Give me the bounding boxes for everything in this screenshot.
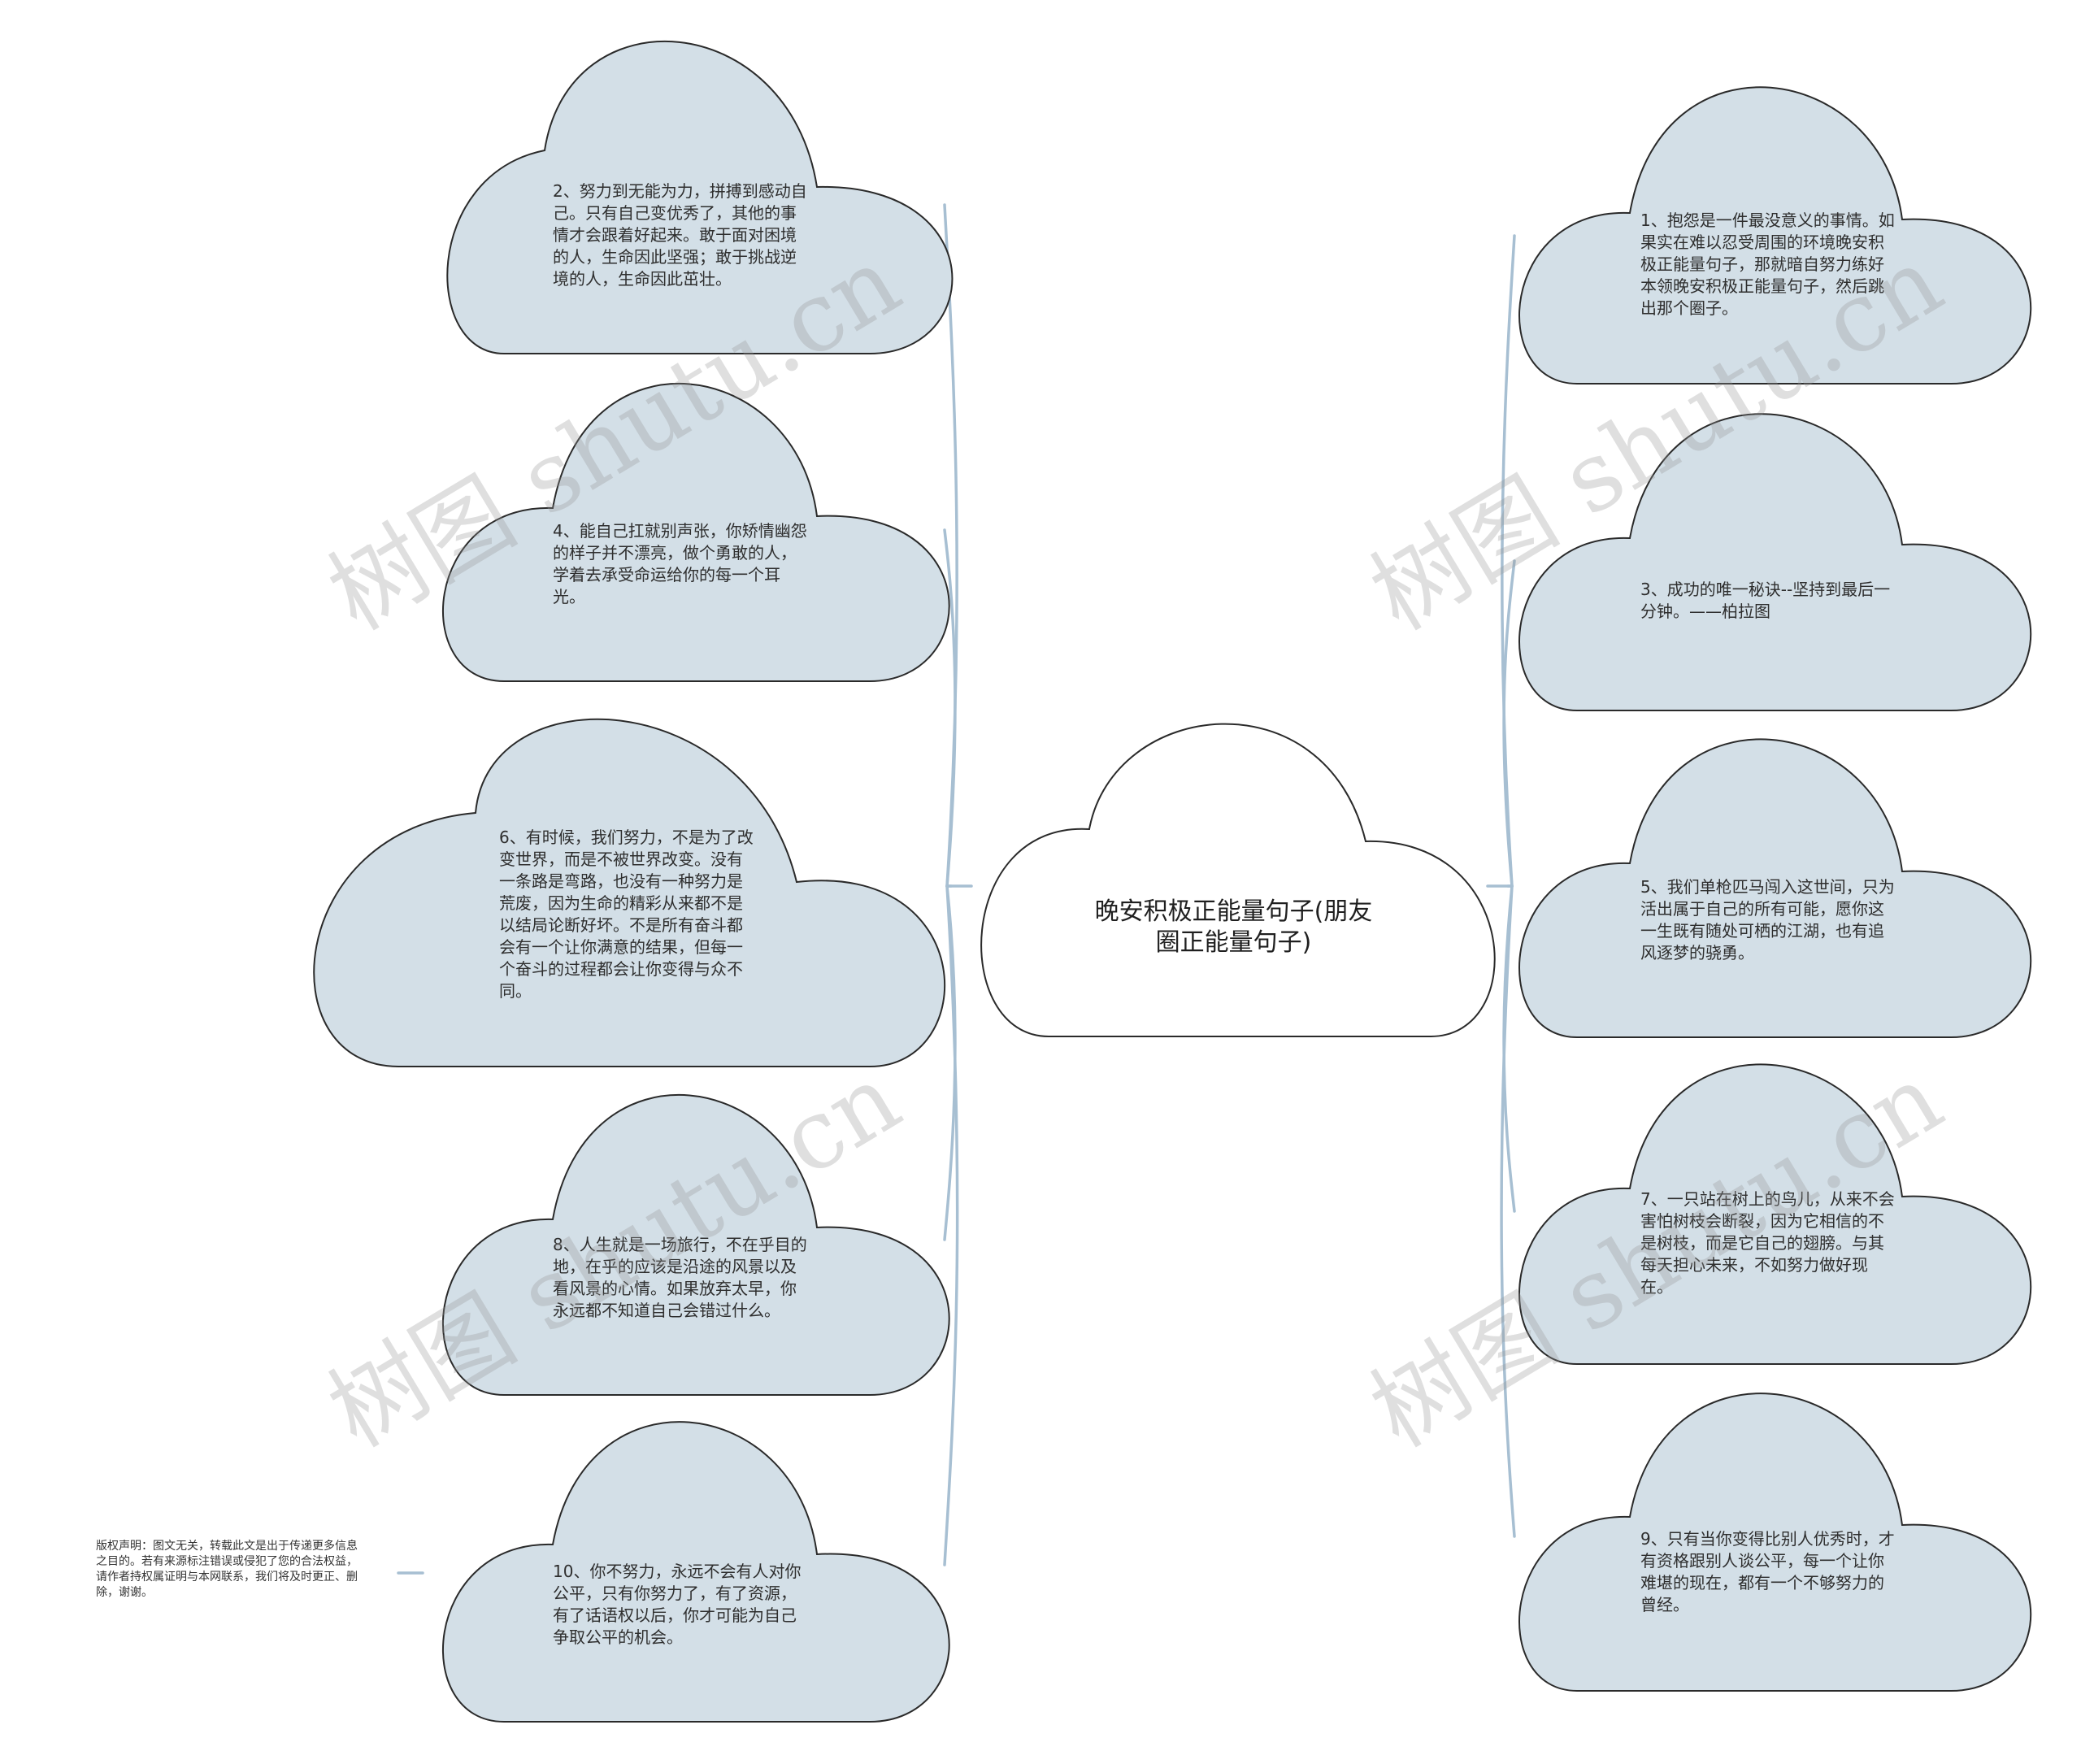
node-text-9: 9、只有当你变得比别人优秀时，才有资格跟别人谈公平，每一个让你难堪的现在，都有一… [1640,1529,1895,1614]
left-connectors [943,203,973,1566]
connector-node-10 [943,884,959,1566]
node-text-5: 5、我们单枪匹马闯入这世间，只为活出属于自己的所有可能，愿你这一生既有随处可栖的… [1640,877,1895,962]
right-connectors [1486,234,1516,1538]
cloud-node-4 [441,383,950,682]
node-text-6: 6、有时候，我们努力，不是为了改变世界，而是不被世界改变。没有一条路是弯路，也没… [499,828,754,1001]
connector-node-4 [943,528,957,888]
node-text-10: 10、你不努力，永远不会有人对你公平，只有你努力了，有了资源，有了话语权以后，你… [553,1562,802,1647]
connector-node-3 [1502,559,1516,888]
node-text-8: 8、人生就是一场旅行，不在乎目的地，在乎的应该是沿途的风景以及看风景的心情。如果… [553,1235,807,1320]
cloud-node-10 [441,1421,950,1723]
copyright-notice: 版权声明：图文无关，转载此文是出于传递更多信息之目的。若有来源标注错误或侵犯了您… [96,1540,358,1599]
node-text-2: 2、努力到无能为力，拼搏到感动自己。只有自己变优秀了，其他的事情才会跟着好起来。… [553,181,807,289]
cloud-node-1 [1518,86,2032,385]
cloud-node-5 [1518,738,2032,1038]
center-title: 晚安积极正能量句子(朋友圈正能量句子) [1094,897,1373,957]
node-text-4: 4、能自己扛就别声张，你矫情幽怨的样子并不漂亮，做个勇敢的人，学着去承受命运给你… [553,521,807,606]
node-text-3: 3、成功的唯一秘诀--坚持到最后一分钟。——柏拉图 [1640,580,1891,621]
cloud-node-8 [441,1094,950,1396]
connector-node-7 [1502,884,1516,1213]
cloud-node-6 [313,718,946,1067]
connector-node-8 [943,884,957,1241]
cloud-node-2 [446,41,954,354]
connector-node-9 [1500,884,1516,1538]
cloud-node-9 [1518,1393,2032,1692]
cloud-node-3 [1518,413,2032,711]
node-text-7: 7、一只站在树上的鸟儿，从来不会害怕树枝会断裂，因为它相信的不是树枝，而是它自己… [1640,1189,1895,1297]
cloud-center [980,723,1496,1037]
cloud-node-7 [1518,1063,2032,1365]
node-text-1: 1、抱怨是一件最没意义的事情。如果实在难以忍受周围的环境晚安积极正能量句子，那就… [1640,211,1895,318]
